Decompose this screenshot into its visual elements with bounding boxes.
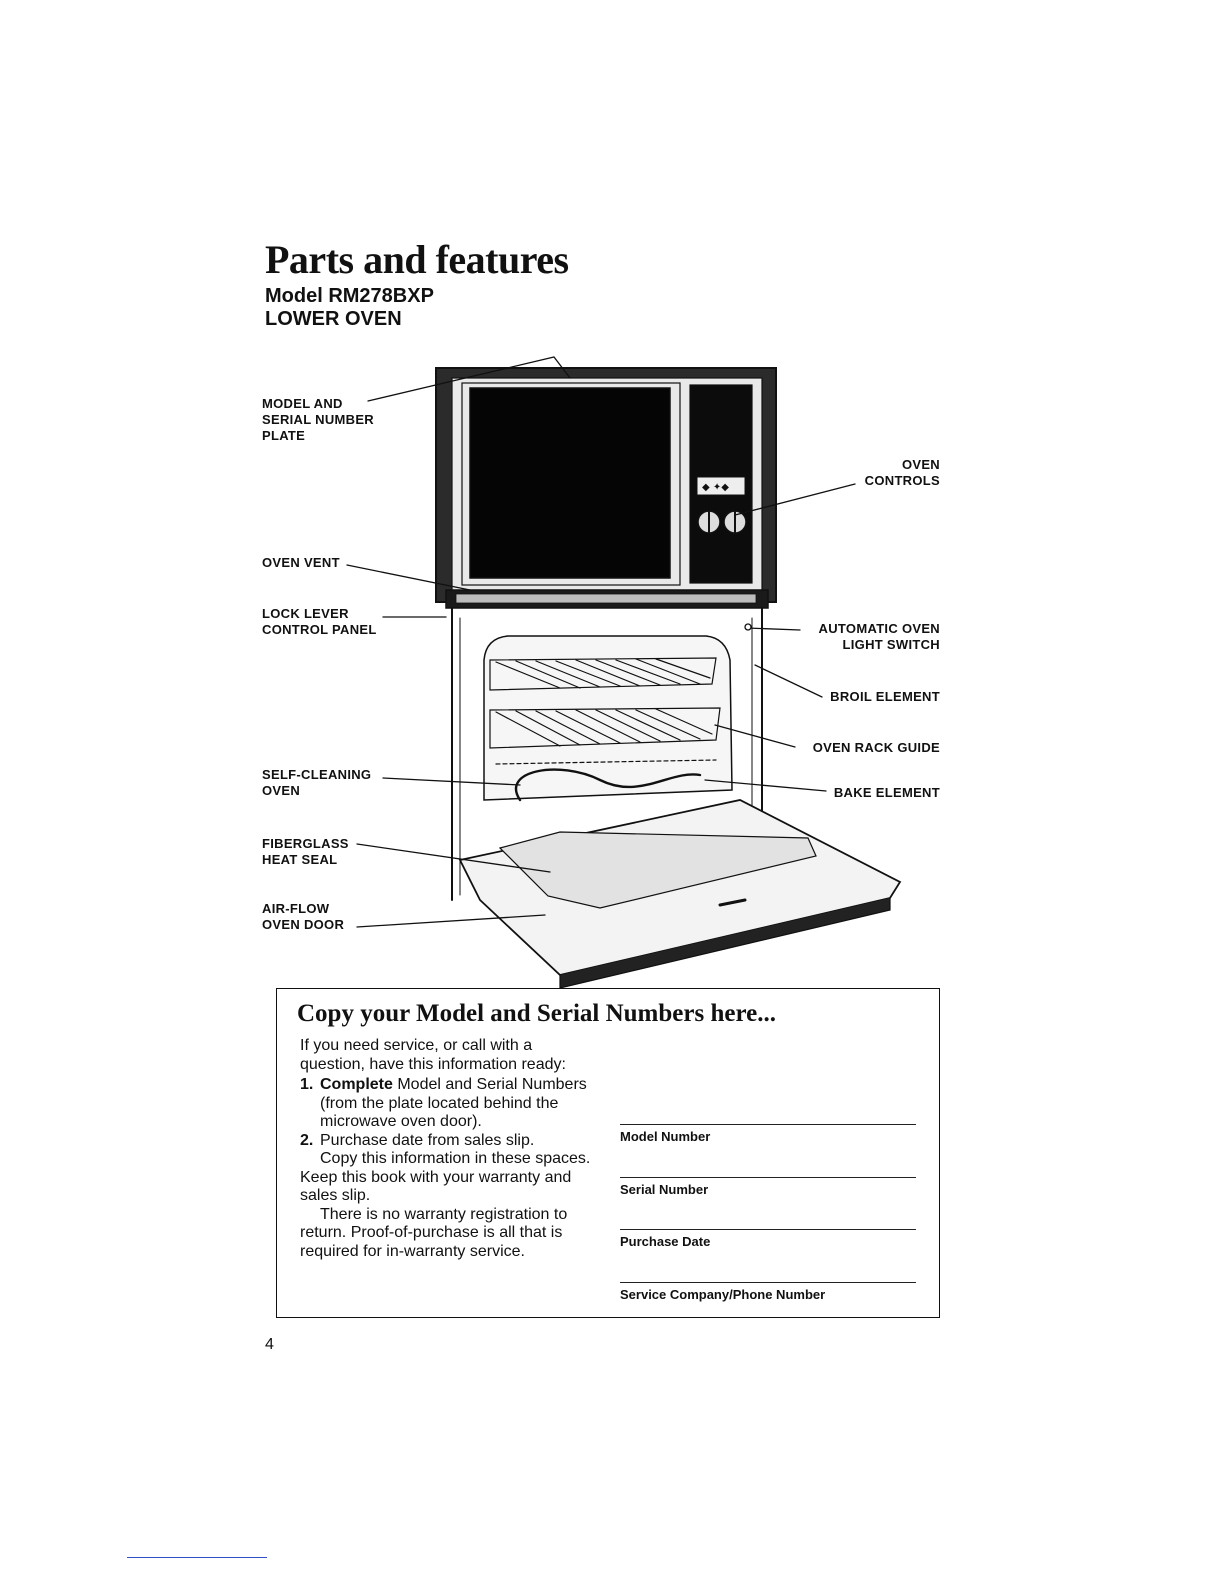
bake-element (515, 768, 702, 802)
footer-rule (127, 1557, 267, 1558)
serial-number-line[interactable] (620, 1177, 916, 1178)
info-box-title: Copy your Model and Serial Numbers here.… (297, 1000, 776, 1027)
callout-oven-controls: OVEN CONTROLS (864, 457, 940, 488)
step-2-text: Purchase date from sales slip. (320, 1131, 535, 1149)
service-company-label: Service Company/Phone Number (620, 1287, 826, 1302)
callout-air-flow: AIR-FLOW OVEN DOOR (262, 901, 345, 932)
model-number-line[interactable] (620, 1124, 916, 1125)
warranty-text: There is no warranty registration to ret… (300, 1205, 568, 1260)
step-1-number: 1. (300, 1076, 314, 1093)
page-number: 4 (265, 1336, 274, 1353)
section-heading: LOWER OVEN (265, 308, 402, 330)
intro-text: If you need service, or call with a ques… (300, 1037, 566, 1073)
callout-bake: BAKE ELEMENT (833, 785, 940, 800)
microwave-window (469, 387, 671, 579)
step-1-text: Model and Serial Numbers (from the plate… (320, 1076, 587, 1130)
info-box (276, 988, 940, 1318)
callout-model-plate: MODEL AND SERIAL NUMBER PLATE (262, 396, 375, 443)
purchase-date-label: Purchase Date (620, 1234, 711, 1249)
copy-info-text: Copy this information in these spaces. K… (300, 1150, 591, 1204)
step-1: 1. Complete Model and Serial Numbers (fr… (300, 1076, 600, 1132)
purchase-date-line[interactable] (620, 1229, 916, 1230)
callout-light-switch: AUTOMATIC OVEN LIGHT SWITCH (818, 621, 940, 652)
svg-text:◆ ✦◆: ◆ ✦◆ (702, 482, 729, 493)
step-2: 2. Purchase date from sales slip. (300, 1132, 600, 1151)
info-text: If you need service, or call with a ques… (300, 1037, 600, 1261)
callout-self-cleaning: SELF-CLEANING OVEN (262, 767, 372, 798)
model-heading: Model RM278BXP (265, 285, 434, 307)
callout-rack-guide: OVEN RACK GUIDE (812, 740, 940, 755)
callout-oven-vent: OVEN VENT (262, 555, 340, 570)
callout-fiberglass: FIBERGLASS HEAT SEAL (262, 836, 349, 867)
oven-illustration: ◆ ✦◆ (346, 356, 902, 989)
page-title: Parts and features (265, 237, 569, 282)
model-number-label: Model Number (620, 1129, 711, 1144)
step-1-bold: Complete (320, 1076, 393, 1093)
callout-lock-lever: LOCK LEVER CONTROL PANEL (262, 606, 377, 637)
callout-broil: BROIL ELEMENT (830, 689, 940, 704)
serial-number-label: Serial Number (620, 1182, 709, 1197)
service-company-line[interactable] (620, 1282, 916, 1283)
oven-cavity (483, 635, 733, 801)
step-2-number: 2. (300, 1131, 314, 1149)
